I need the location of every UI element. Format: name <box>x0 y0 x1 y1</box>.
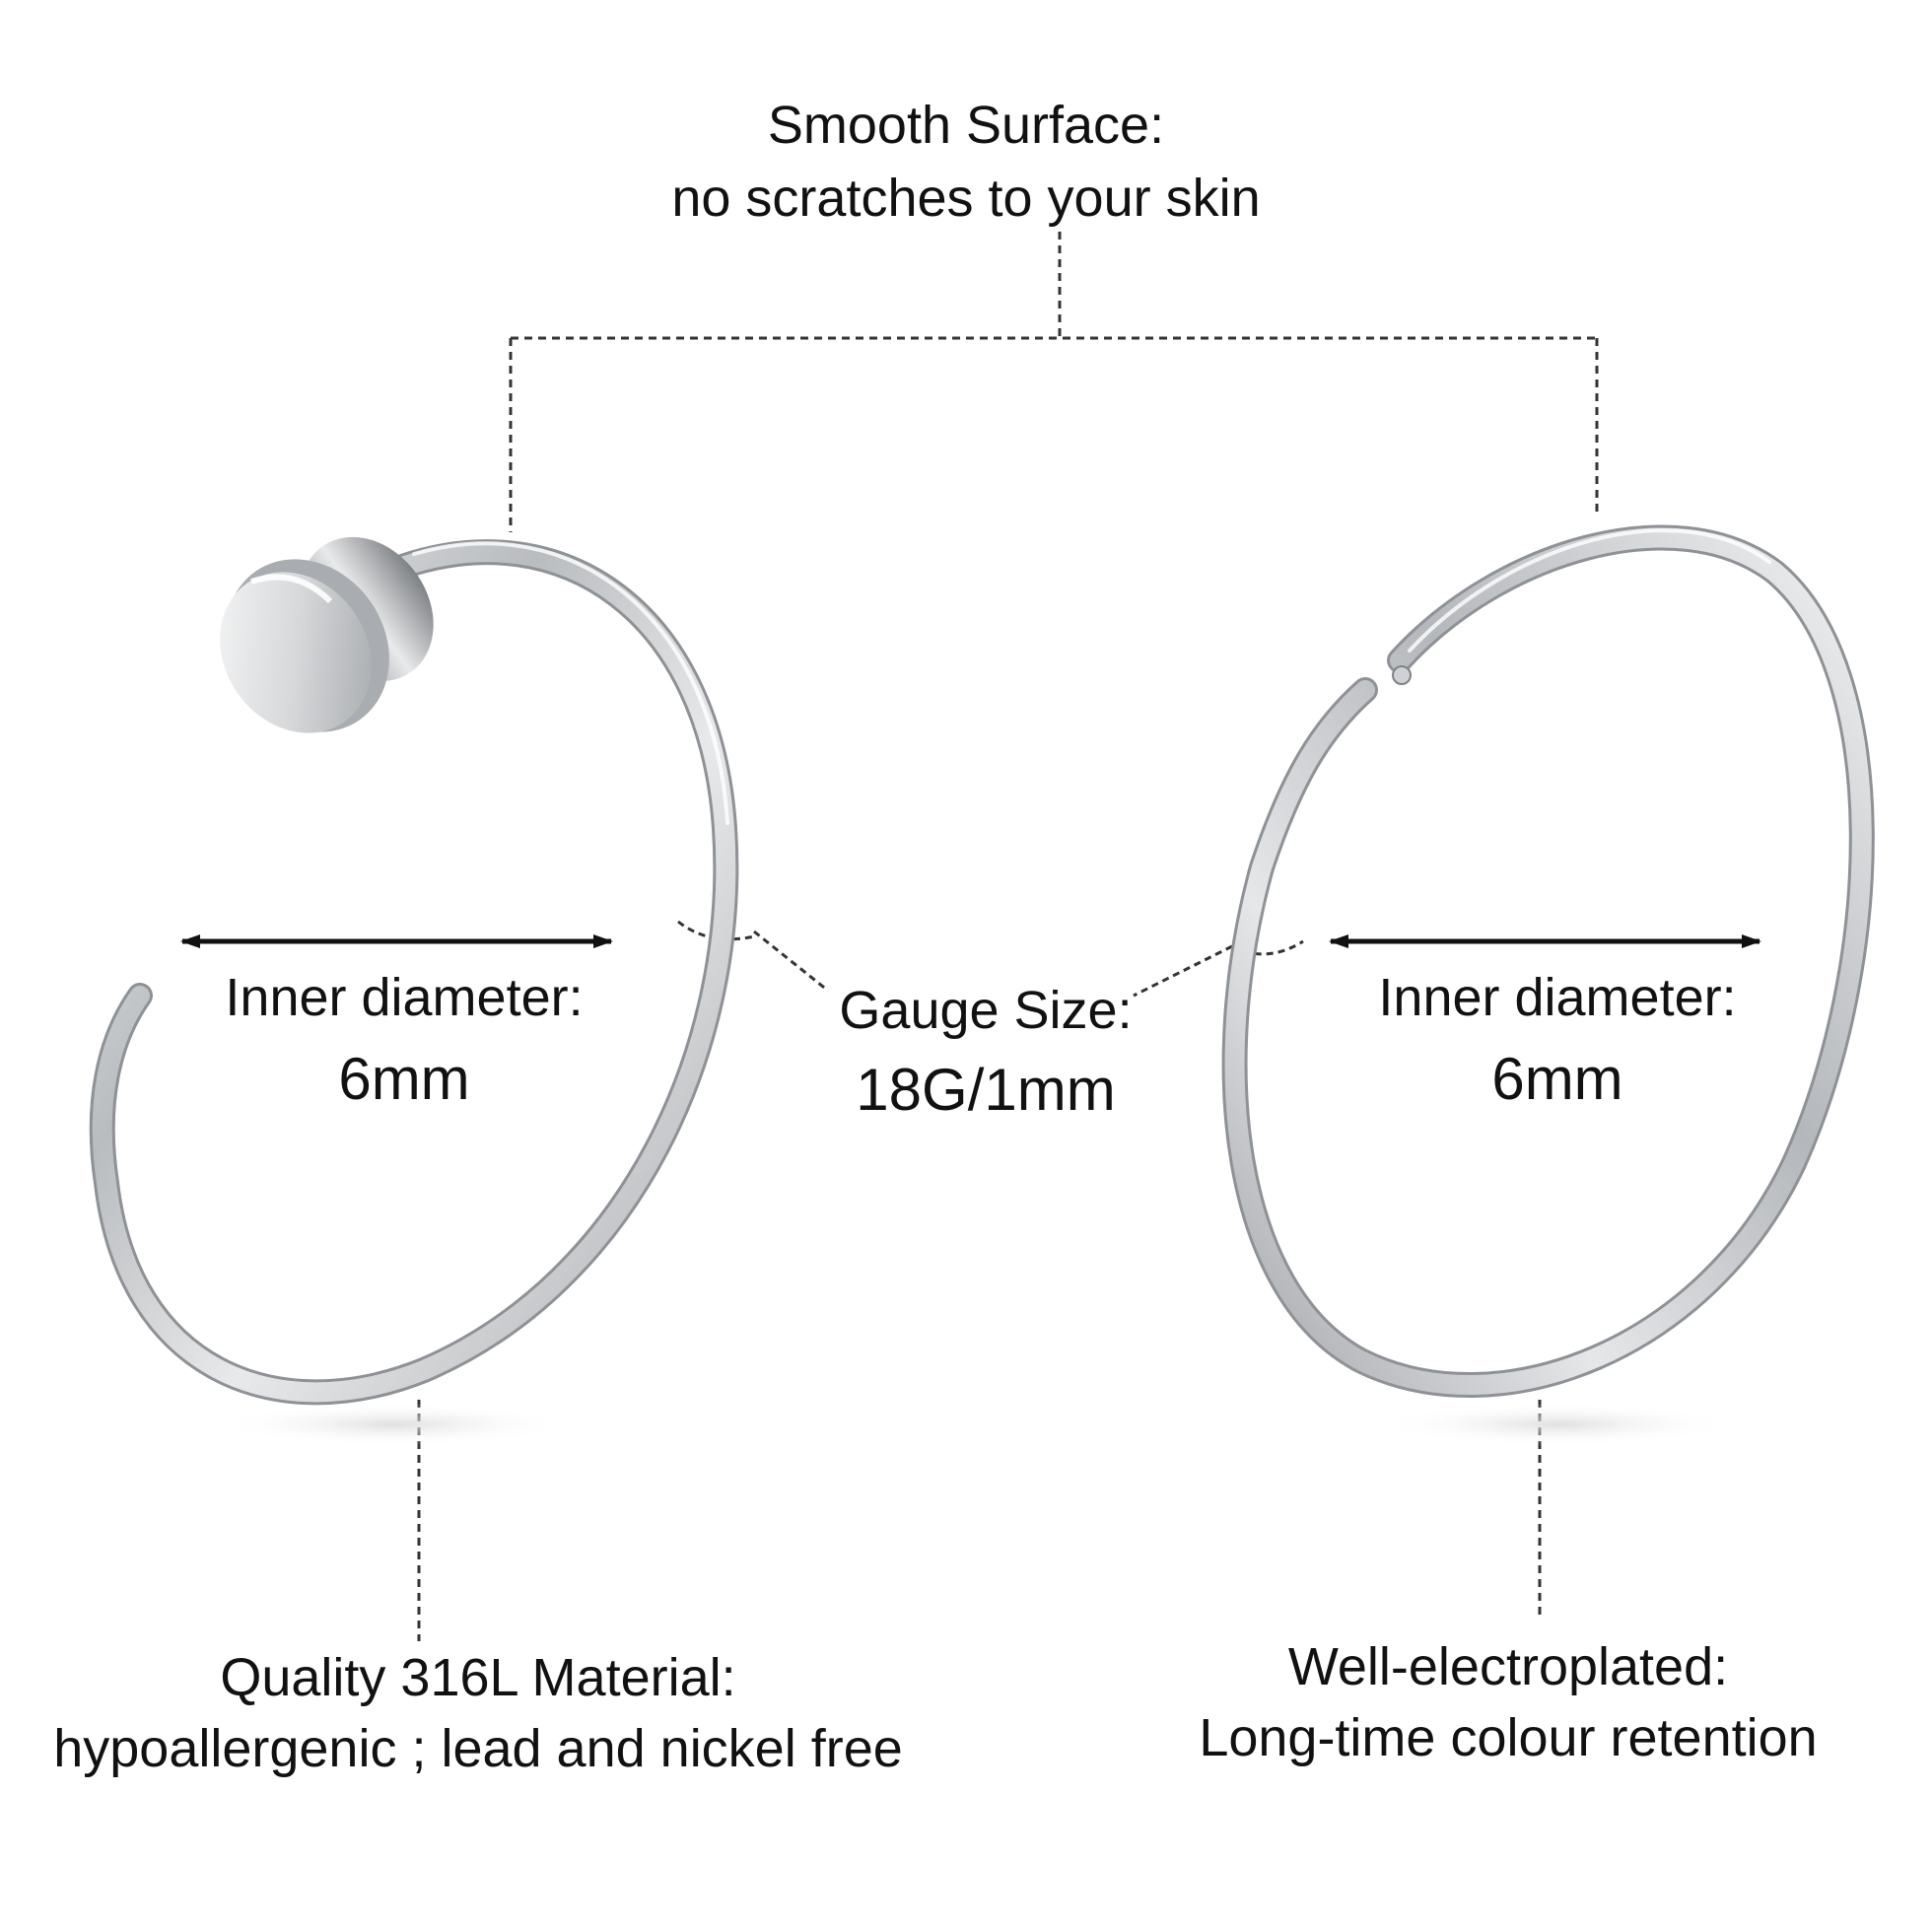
inner-diameter-left-label: Inner diameter: 6mm <box>168 971 641 1109</box>
material-label: Quality 316L Material: hypoallergenic ; … <box>10 1651 946 1775</box>
left-ring-icon <box>89 536 739 1406</box>
smooth-surface-subtitle: no scratches to your skin <box>671 169 1261 228</box>
material-subtitle: hypoallergenic ; lead and nickel free <box>53 1719 903 1778</box>
plating-label: Well-electroplated: Long-time colour ret… <box>1153 1640 1863 1764</box>
gauge-size-value: 18G/1mm <box>856 1057 1116 1123</box>
plating-title: Well-electroplated: <box>1287 1637 1729 1696</box>
gauge-size-title: Gauge Size: <box>839 981 1133 1040</box>
inner-diameter-left-title: Inner diameter: <box>225 968 584 1027</box>
plating-subtitle: Long-time colour retention <box>1199 1708 1818 1767</box>
right-ring-shadow <box>1380 1403 1735 1446</box>
disc-end-icon <box>220 536 434 733</box>
left-ring-shadow <box>217 1403 572 1446</box>
inner-diameter-right-label: Inner diameter: 6mm <box>1321 971 1794 1109</box>
gauge-size-label: Gauge Size: 18G/1mm <box>808 984 1163 1120</box>
smooth-surface-leader <box>509 232 1599 532</box>
inner-diameter-right-title: Inner diameter: <box>1378 968 1737 1027</box>
right-ring-icon <box>1221 524 1875 1399</box>
smooth-surface-title: Smooth Surface: <box>767 96 1165 155</box>
material-title: Quality 316L Material: <box>220 1648 736 1707</box>
seam-end-icon <box>1392 665 1412 685</box>
smooth-surface-label: Smooth Surface: no scratches to your ski… <box>670 99 1262 225</box>
inner-diameter-right-value: 6mm <box>1491 1046 1623 1112</box>
inner-diameter-left-value: 6mm <box>338 1046 470 1112</box>
